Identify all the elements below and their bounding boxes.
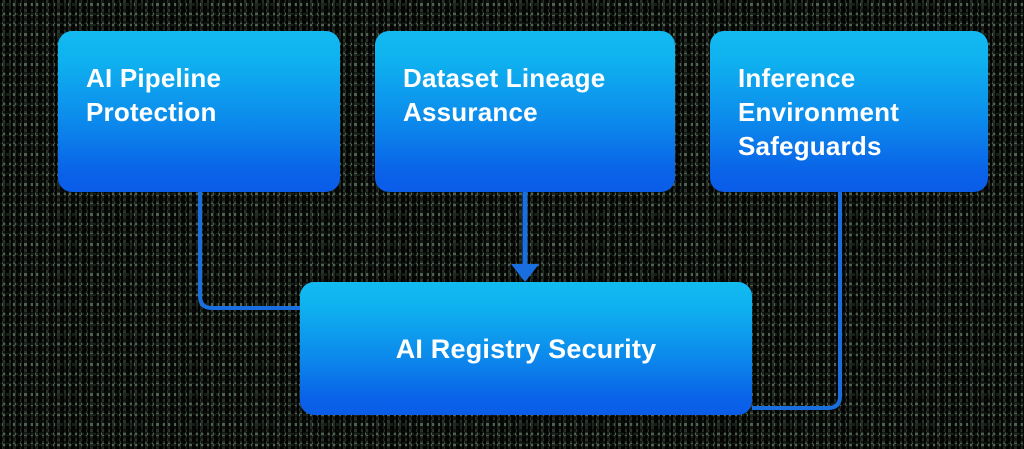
node-label: Dataset Lineage Assurance <box>403 63 606 127</box>
node-label: AI Registry Security <box>395 333 657 364</box>
node-inference-environment-safeguards[interactable]: Inference Environment Safeguards <box>710 31 988 192</box>
node-label: Inference Environment Safeguards <box>738 63 900 161</box>
node-ai-pipeline-protection[interactable]: AI Pipeline Protection <box>58 31 340 192</box>
node-dataset-lineage-assurance[interactable]: Dataset Lineage Assurance <box>375 31 675 192</box>
connector-pipeline-to-registry <box>198 192 300 310</box>
arrowhead-icon <box>511 264 539 282</box>
node-ai-registry-security[interactable]: AI Registry Security <box>300 282 752 415</box>
node-label: AI Pipeline Protection <box>86 63 222 127</box>
connector-inference-to-registry <box>752 192 842 410</box>
